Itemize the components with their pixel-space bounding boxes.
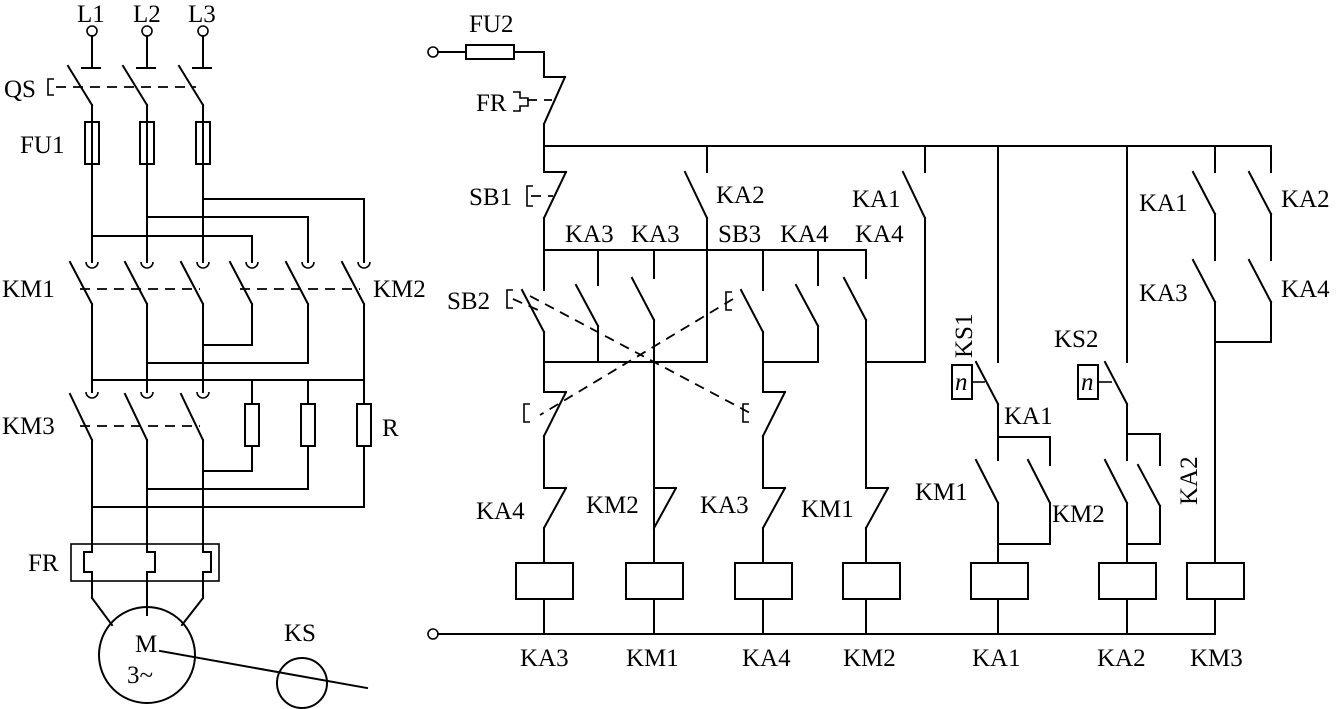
label-ks-sensor: KS — [284, 620, 316, 647]
label-coil-ka2: KA2 — [1097, 645, 1146, 672]
coil-ka4 — [734, 562, 793, 600]
label-coil-ka4: KA4 — [742, 645, 791, 672]
label-ka4-right: KA4 — [1281, 276, 1330, 303]
resistors-r — [244, 379, 372, 508]
label-coil-ka1: KA1 — [972, 645, 1021, 672]
qs-switch — [47, 64, 205, 107]
coil-km3 — [1186, 562, 1245, 600]
sb2-button — [506, 288, 546, 334]
label-ks2: KS2 — [1054, 326, 1098, 353]
coil-km1 — [625, 562, 684, 600]
km3-main-contacts — [68, 379, 210, 442]
ks2-contact — [1077, 360, 1129, 406]
label-r: R — [382, 415, 399, 442]
fu2-fuse — [465, 44, 515, 60]
km1-km2-main-contacts — [68, 260, 371, 306]
sb3-button — [725, 288, 765, 334]
fu1-fuses — [84, 115, 211, 171]
motor — [98, 606, 196, 704]
control-circuit — [427, 44, 1273, 640]
fr-thermal-relay — [70, 543, 220, 582]
label-l2: L2 — [133, 1, 161, 28]
label-fr-ctrl: FR — [476, 90, 507, 117]
ks1-contact — [951, 360, 1000, 406]
label-km2-main: KM2 — [373, 276, 426, 303]
label-ka4-b: KA4 — [855, 221, 904, 248]
label-ks-symbol-2: n — [1081, 369, 1094, 396]
fr-nc-contact — [513, 75, 567, 126]
label-ka1-top-right: KA1 — [1139, 190, 1188, 217]
coils — [515, 527, 1245, 635]
label-ka2-vertical: KA2 — [1176, 456, 1203, 505]
label-km2-nc: KM2 — [586, 492, 639, 519]
label-qs: QS — [4, 76, 36, 103]
label-motor-phase: 3~ — [127, 662, 153, 689]
coil-ka3 — [515, 562, 574, 600]
label-ka3-a: KA3 — [565, 221, 614, 248]
motor-shaft — [158, 649, 369, 690]
label-sb3: SB3 — [718, 221, 761, 248]
label-km2-nc-km3: KM2 — [1052, 501, 1105, 528]
control-supply-terminal-top — [427, 46, 439, 58]
speed-sensor-ks — [276, 657, 328, 709]
label-ka2-branch: KA2 — [716, 182, 765, 209]
label-km3-main: KM3 — [2, 413, 55, 440]
sb1-stop-button — [526, 145, 568, 220]
label-ka4-a: KA4 — [780, 221, 829, 248]
label-coil-ka3: KA3 — [520, 645, 569, 672]
label-l3: L3 — [188, 1, 216, 28]
sb3-linkage — [539, 298, 734, 416]
label-motor-m: M — [135, 631, 157, 658]
label-ka1-branch: KA1 — [852, 186, 901, 213]
label-ka1-ks1: KA1 — [1004, 403, 1053, 430]
label-l1: L1 — [77, 1, 105, 28]
label-fu2: FU2 — [469, 11, 513, 38]
label-km1-nc-km3: KM1 — [915, 479, 968, 506]
coil-km2 — [842, 562, 901, 600]
label-ka4-nc: KA4 — [476, 498, 525, 525]
label-fr-main: FR — [28, 550, 59, 577]
label-ka3-right: KA3 — [1139, 280, 1188, 307]
label-km1-nc: KM1 — [801, 496, 854, 523]
label-sb1: SB1 — [469, 184, 512, 211]
labels: L1 L2 L3 QS FU1 KM1 KM2 KM3 R FR M 3~ KS… — [2, 1, 1330, 689]
label-coil-km1: KM1 — [626, 645, 679, 672]
label-sb2: SB2 — [447, 288, 490, 315]
label-ka2-top-right: KA2 — [1281, 186, 1330, 213]
control-supply-terminal-bottom — [427, 628, 439, 640]
nc-contacts-row — [542, 486, 890, 564]
label-ks-symbol-1: n — [955, 369, 968, 396]
coil-ka2 — [1098, 562, 1157, 600]
label-ks1: KS1 — [951, 314, 978, 358]
label-ka3-nc: KA3 — [700, 492, 749, 519]
coil-ka1 — [970, 562, 1029, 600]
label-ka3-b: KA3 — [631, 221, 680, 248]
label-km1-main: KM1 — [2, 276, 55, 303]
label-fu1: FU1 — [20, 132, 64, 159]
label-coil-km3: KM3 — [1190, 645, 1243, 672]
main-circuit — [47, 25, 372, 709]
label-coil-km2: KM2 — [843, 645, 896, 672]
